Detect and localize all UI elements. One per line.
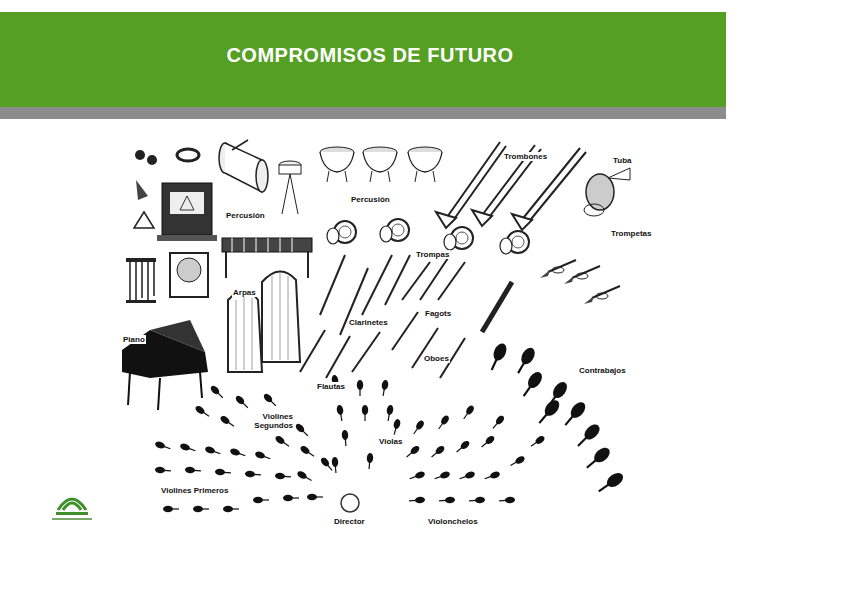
section-label: Piano — [122, 335, 146, 344]
section-label: Trombones — [503, 152, 548, 161]
section-label: Flautas — [316, 382, 346, 391]
section-label: Trompas — [415, 250, 450, 259]
section-label: Director — [333, 517, 366, 526]
section-label: Tuba — [612, 156, 633, 165]
section-label: Violines Primeros — [160, 486, 229, 495]
section-label: Arpas — [232, 288, 257, 297]
section-label: Clarinetes — [348, 318, 389, 327]
section-label: Violas — [378, 437, 403, 446]
slide-title: COMPROMISOS DE FUTURO — [0, 44, 740, 67]
section-label: Trompetas — [610, 229, 652, 238]
section-label: Violines Segundos — [248, 412, 294, 430]
section-label: Percusión — [225, 211, 266, 220]
section-label: Fagots — [424, 309, 452, 318]
section-label: Percusión — [350, 195, 391, 204]
section-label: Contrabajos — [578, 366, 627, 375]
section-label: Oboes — [423, 354, 450, 363]
grey-rule — [0, 107, 726, 119]
section-label: Violonchelos — [427, 517, 479, 526]
